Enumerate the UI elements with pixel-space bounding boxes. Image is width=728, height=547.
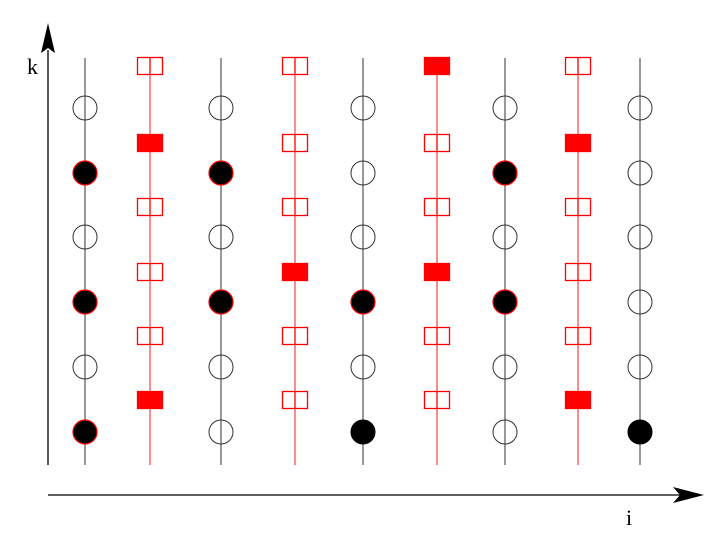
open-circle-icon bbox=[72, 224, 98, 250]
open-circle-icon bbox=[492, 224, 518, 250]
square-column bbox=[564, 56, 592, 465]
filled-circle-icon bbox=[350, 419, 376, 445]
open-circle-icon bbox=[627, 160, 653, 186]
filled-square-icon bbox=[281, 262, 309, 282]
k-axis-arrowhead-icon bbox=[41, 23, 55, 53]
open-circle-icon bbox=[350, 95, 376, 121]
open-circle-icon bbox=[492, 419, 518, 445]
circle-column bbox=[208, 58, 234, 465]
square-column bbox=[281, 56, 309, 465]
open-circle-icon bbox=[492, 354, 518, 380]
i-axis-arrowhead-icon bbox=[673, 487, 704, 503]
filled-circle-red-outline-icon bbox=[72, 160, 98, 186]
grid-columns bbox=[72, 56, 653, 465]
filled-circle-red-outline-icon bbox=[72, 419, 98, 445]
k-axis bbox=[41, 23, 55, 465]
circle-column bbox=[627, 58, 653, 465]
open-circle-icon bbox=[492, 95, 518, 121]
filled-circle-red-outline-icon bbox=[492, 289, 518, 315]
open-circle-icon bbox=[350, 354, 376, 380]
filled-square-icon bbox=[423, 56, 451, 76]
open-circle-icon bbox=[350, 160, 376, 186]
open-circle-icon bbox=[72, 354, 98, 380]
filled-circle-red-outline-icon bbox=[492, 160, 518, 186]
square-column bbox=[136, 56, 164, 465]
open-circle-icon bbox=[72, 95, 98, 121]
i-axis bbox=[48, 487, 704, 503]
filled-square-icon bbox=[564, 390, 592, 410]
filled-circle-red-outline-icon bbox=[208, 160, 234, 186]
open-circle-icon bbox=[208, 95, 234, 121]
k-axis-label: k bbox=[27, 54, 38, 79]
open-circle-icon bbox=[350, 224, 376, 250]
open-circle-icon bbox=[627, 289, 653, 315]
open-circle-icon bbox=[208, 224, 234, 250]
filled-square-icon bbox=[564, 133, 592, 153]
square-column bbox=[423, 56, 451, 465]
filled-square-icon bbox=[136, 390, 164, 410]
i-axis-label: i bbox=[626, 505, 633, 530]
open-circle-icon bbox=[627, 354, 653, 380]
filled-circle-icon bbox=[627, 419, 653, 445]
open-circle-icon bbox=[627, 95, 653, 121]
filled-circle-red-outline-icon bbox=[72, 289, 98, 315]
filled-square-icon bbox=[136, 133, 164, 153]
open-circle-icon bbox=[208, 419, 234, 445]
filled-circle-red-outline-icon bbox=[208, 289, 234, 315]
open-circle-icon bbox=[627, 224, 653, 250]
filled-square-icon bbox=[423, 262, 451, 282]
circle-column bbox=[492, 58, 518, 465]
circle-column bbox=[350, 58, 376, 465]
filled-circle-red-outline-icon bbox=[350, 289, 376, 315]
open-circle-icon bbox=[208, 354, 234, 380]
circle-column bbox=[72, 58, 98, 465]
